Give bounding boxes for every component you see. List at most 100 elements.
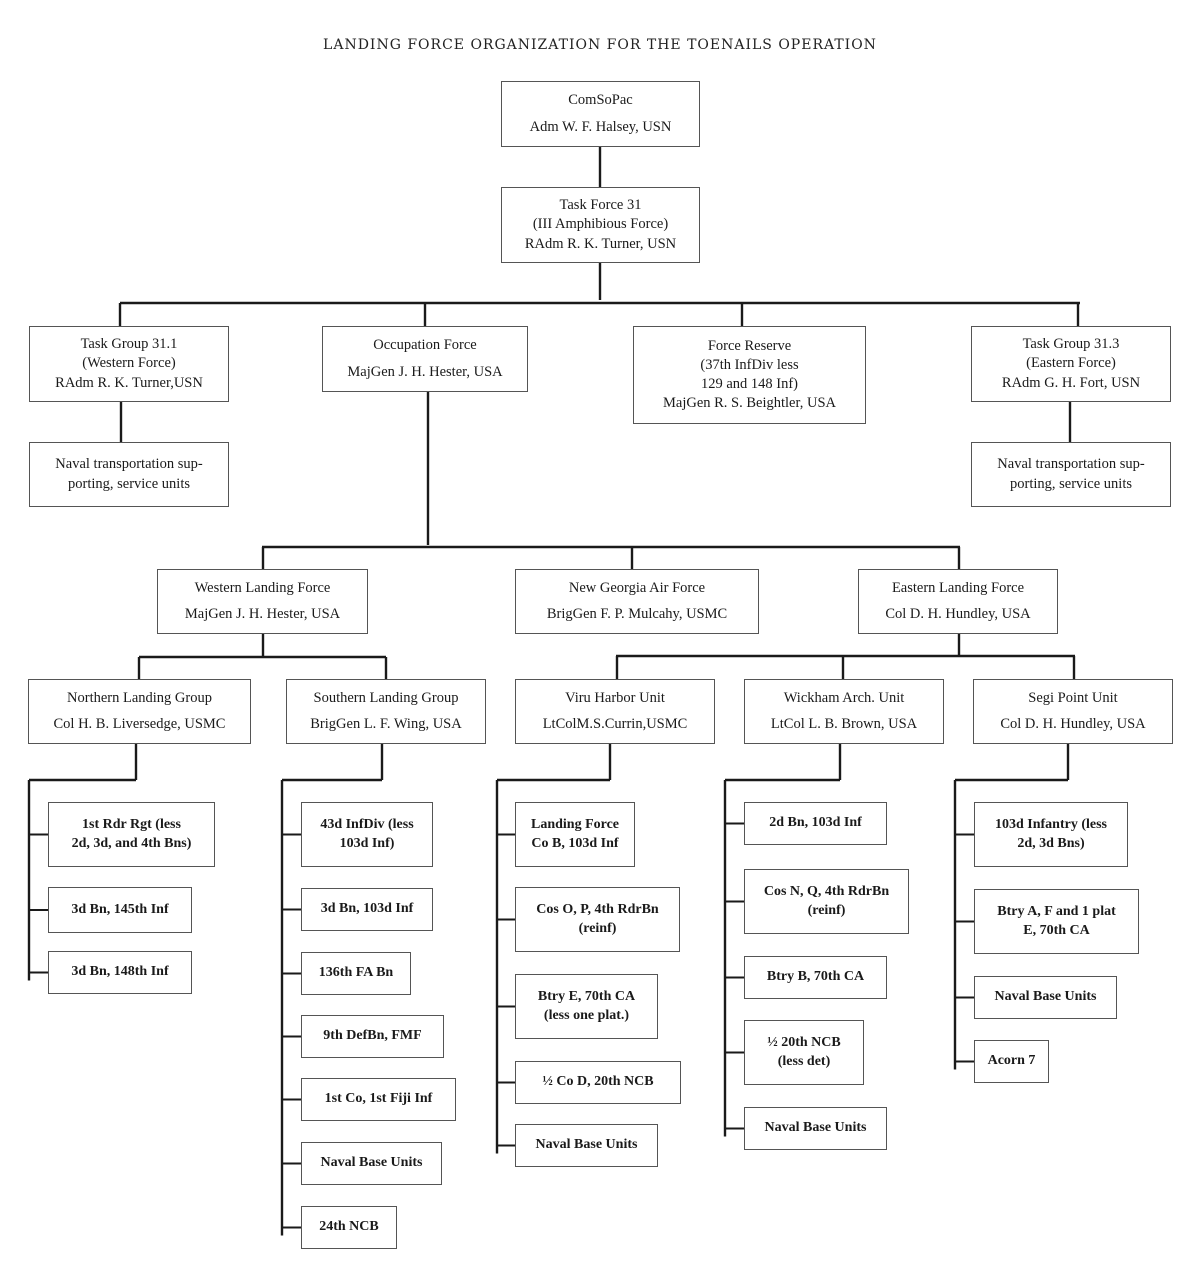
naval-e-box-line-2: porting, service units [1009,475,1133,492]
wickham-unit-1-line-1: 2d Bn, 103d Inf [769,815,862,831]
northern-unit-1-line-1: 1st Rdr Rgt (less [82,817,181,833]
wickham-unit-3: Btry B, 70th CA [744,956,887,999]
tg313-box-line-1: Task Group 31.3 [1022,336,1120,353]
viru-unit-3: Btry E, 70th CA(less one plat.) [515,974,658,1039]
naval-w-box-line-2: porting, service units [67,475,191,492]
segi-unit-1-line-1: 103d Infantry (less [994,817,1107,833]
southern-unit-3: 136th FA Bn [301,952,411,995]
southern-lg-box-line-1: Southern Landing Group [313,689,459,706]
wickham-unit-4-line-2: (less det) [777,1053,831,1069]
northern-unit-2-line-1: 3d Bn, 145th Inf [71,901,169,917]
reserve-box-line-4: MajGen R. S. Beightler, USA [662,395,836,412]
tf31-box-line-1: Task Force 31 [559,197,642,214]
viru-box-line-1: Viru Harbor Unit [565,689,665,706]
viru-unit-1: Landing Force Co B, 103d Inf [515,802,635,867]
northern-unit-2: 3d Bn, 145th Inf [48,887,192,933]
segi-box-line-1: Segi Point Unit [1028,689,1118,706]
southern-lg-box-line-2: BrigGen L. F. Wing, USA [310,715,462,732]
tg311-box-line-3: RAdm R. K. Turner,USN [55,374,203,391]
segi-unit-4-line-1: Acorn 7 [987,1053,1036,1069]
naval-w-box: Naval transportation sup-porting, servic… [29,442,229,507]
chart-title: LANDING FORCE ORGANIZATION FOR THE TOENA… [323,37,877,53]
eastern-lf-box-line-1: Eastern Landing Force [891,579,1025,596]
tf31-box-line-2: (III Amphibious Force) [532,216,669,233]
wickham-box-line-2: LtCol L. B. Brown, USA [770,715,918,732]
segi-unit-2-line-1: Btry A, F and 1 plat [997,904,1116,920]
viru-unit-5: Naval Base Units [515,1124,658,1167]
viru-unit-3-line-1: Btry E, 70th CA [537,989,636,1005]
viru-box-line-2: LtColM.S.Currin,USMC [542,715,688,732]
southern-unit-3-line-1: 136th FA Bn [318,965,394,981]
segi-box-line-2: Col D. H. Hundley, USA [1000,715,1146,732]
viru-unit-2: Cos O, P, 4th RdrBn(reinf) [515,887,680,952]
reserve-box-line-1: Force Reserve [707,337,792,354]
southern-unit-4: 9th DefBn, FMF [301,1015,444,1058]
reserve-box-line-3: 129 and 148 Inf) [700,376,799,392]
wickham-unit-1: 2d Bn, 103d Inf [744,802,887,845]
tg311-box-line-2: (Western Force) [82,355,176,372]
wickham-unit-4-line-1: ½ 20th NCB [767,1035,841,1051]
tg311-box: Task Group 31.1 (Western Force) RAdm R. K.… [29,326,229,402]
wickham-unit-5: Naval Base Units [744,1107,887,1150]
tf31-box: Task Force 31(III Amphibious Force)RAdm … [501,187,700,263]
southern-unit-2: 3d Bn, 103d Inf [301,888,433,931]
occupation-box-line-1: Occupation Force [373,337,477,354]
reserve-box-line-2: (37th InfDiv less [700,356,799,373]
ng-air-box-line-1: New Georgia Air Force [568,579,706,596]
viru-unit-5-line-1: Naval Base Units [535,1137,638,1153]
wickham-unit-3-line-1: Btry B, 70th CA [766,969,865,985]
comsopac-box-line-1: ComSoPac [568,92,633,109]
reserve-box: Force Reserve (37th InfDiv less 129 and 14… [633,326,866,424]
southern-unit-7-line-1: 24th NCB [319,1219,379,1235]
wickham-unit-4: ½ 20th NCB (less det) [744,1020,864,1085]
northern-unit-1: 1st Rdr Rgt (less 2d, 3d, and 4th Bns) [48,802,215,867]
tg313-box-line-2: (Eastern Force) [1026,355,1116,372]
wickham-unit-2-line-1: Cos N, Q, 4th RdrBn [763,884,890,900]
segi-unit-3-line-1: Naval Base Units [994,989,1097,1005]
naval-e-box-line-1: Naval transportation sup- [997,456,1145,473]
southern-unit-6-line-1: Naval Base Units [320,1155,423,1171]
southern-unit-7: 24th NCB [301,1206,397,1249]
northern-lg-box-line-2: Col H. B. Liversedge, USMC [53,715,226,732]
ng-air-box-line-2: BrigGen F. P. Mulcahy, USMC [546,605,728,622]
northern-unit-1-line-2: 2d, 3d, and 4th Bns) [71,835,192,851]
southern-unit-4-line-1: 9th DefBn, FMF [323,1028,422,1044]
segi-unit-4: Acorn 7 [974,1040,1049,1083]
southern-unit-2-line-1: 3d Bn, 103d Inf [320,901,414,917]
northern-unit-3: 3d Bn, 148th Inf [48,951,192,994]
comsopac-box-line-2: Adm W. F. Halsey, USN [529,118,672,135]
naval-e-box: Naval transportation sup-porting, servic… [971,442,1171,507]
viru-unit-4-line-1: ½ Co D, 20th NCB [542,1074,654,1090]
western-lf-box-line-1: Western Landing Force [194,579,331,596]
tg311-box-line-1: Task Group 31.1 [80,336,178,353]
southern-unit-5: 1st Co, 1st Fiji Inf [301,1078,456,1121]
viru-unit-1-line-1: Landing Force [530,817,620,833]
wickham-unit-5-line-1: Naval Base Units [764,1120,867,1136]
viru-unit-1-line-2: Co B, 103d Inf [531,835,619,851]
wickham-unit-2-line-2: (reinf) [807,902,846,918]
viru-unit-4: ½ Co D, 20th NCB [515,1061,681,1104]
naval-w-box-line-1: Naval transportation sup- [55,456,203,473]
southern-unit-6: Naval Base Units [301,1142,442,1185]
southern-unit-5-line-1: 1st Co, 1st Fiji Inf [324,1091,433,1107]
tg313-box-line-3: RAdm G. H. Fort, USN [1001,374,1141,391]
occupation-box-line-2: MajGen J. H. Hester, USA [347,363,503,380]
eastern-lf-box-line-2: Col D. H. Hundley, USA [885,605,1031,622]
wickham-box-line-1: Wickham Arch. Unit [783,689,905,706]
wickham-unit-2: Cos N, Q, 4th RdrBn (reinf) [744,869,909,934]
southern-unit-1-line-2: 103d Inf) [339,835,395,851]
northern-unit-3-line-1: 3d Bn, 148th Inf [71,964,169,980]
tg313-box: Task Group 31.3 (Eastern Force) RAdm G. H.… [971,326,1171,402]
